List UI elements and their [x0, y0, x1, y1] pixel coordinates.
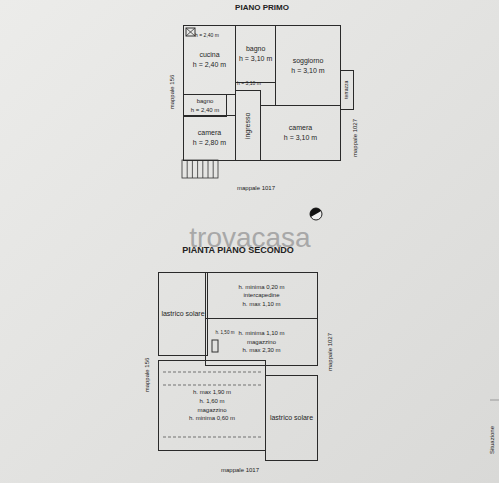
room-text-group: h. minima 0,20 mintercapedine h. max 1,10…	[236, 282, 286, 310]
room-name: camera	[289, 124, 312, 132]
room-text-group: h. minima 1,10 m magazzinoh. max 2,30 m	[236, 328, 286, 356]
parcel-label: mappale 156	[144, 358, 151, 393]
stair-tread	[208, 160, 209, 178]
room-box: bagno h = 2,40 m	[183, 94, 227, 117]
room-text-group: ingresso	[242, 110, 254, 140]
stairs-symbol	[182, 160, 218, 178]
room-name: terrazza	[344, 81, 350, 99]
room-box: camera h = 2,80 m	[183, 115, 236, 161]
stair-tread	[192, 160, 193, 178]
height-note: h. max 1,90 m	[193, 389, 231, 396]
parcel-label: mappale 1017	[237, 185, 275, 192]
height-note: h = 2,40 m	[193, 61, 226, 69]
room-name: magazzino	[247, 339, 276, 346]
room-text-group: bagno h = 3,10 m	[237, 43, 274, 64]
plan-label: PIANO PRIMO	[235, 4, 289, 13]
room-name: cucina	[199, 51, 219, 59]
parcel-label: mappale 1027	[327, 333, 334, 371]
shaft-cross	[186, 28, 195, 36]
plan-label: h = 3,10 m	[237, 81, 261, 87]
height-note: h = 3,10 m	[291, 67, 324, 75]
height-note: h. minima 1,10 m	[238, 330, 284, 337]
height-note: h = 3,10 m	[239, 55, 272, 63]
height-note: h = 3,10 m	[284, 134, 317, 142]
plan-label: Situazione	[489, 426, 496, 454]
stair-tread	[213, 160, 214, 178]
room-name: lastrico solare	[270, 414, 313, 422]
slope-line	[163, 372, 262, 437]
room-name: ingresso	[244, 112, 252, 138]
room-name: camera	[198, 129, 221, 137]
room-text-group: terrazza	[342, 79, 352, 101]
stair-tread	[197, 160, 198, 178]
room-box: h. max 1,90 m h. 1,60 m magazzinoh. minima…	[158, 360, 266, 451]
room-box: terrazza	[340, 70, 354, 110]
room-name: intercapedine	[243, 292, 279, 299]
room-box: h. minima 0,20 mintercapedine h. max 1,10…	[205, 272, 318, 319]
height-note: h. max 1,10 m	[242, 301, 280, 308]
plan-label: h. 1,50 m	[216, 331, 235, 336]
height-note: h = 2,80 m	[193, 139, 226, 147]
room-name: soggiorno	[293, 57, 324, 65]
chimney-symbol	[212, 340, 218, 352]
room-box: bagno h = 3,10 m	[235, 25, 276, 83]
room-box: lastrico solare	[158, 272, 208, 356]
room-text-group: h. max 1,90 m h. 1,60 m magazzinoh. minima…	[187, 387, 237, 423]
north-arrow	[308, 206, 322, 220]
parcel-label: mappale 1017	[221, 467, 259, 474]
room-name: lastrico solare	[161, 310, 204, 318]
height-note: h = 2,40 m	[191, 107, 220, 114]
room-box: camera h = 3,10 m	[260, 105, 341, 161]
room-text-group: lastrico solare	[268, 412, 315, 424]
room-text-group: camera h = 3,10 m	[282, 122, 319, 143]
room-name: magazzino	[197, 407, 226, 414]
room-text-group: camera h = 2,80 m	[191, 127, 228, 148]
room-text-group: soggiorno h = 3,10 m	[289, 55, 326, 76]
height-note: h. max 2,30 m	[242, 347, 280, 354]
height-note: h. minima 0,60 m	[189, 415, 235, 422]
height-note: h. 1,60 m	[199, 398, 224, 405]
room-name: bagno	[246, 45, 265, 53]
stair-tread	[187, 160, 188, 178]
parcel-label: mappale 1027	[352, 119, 359, 157]
parcel-label: mappale 156	[169, 75, 176, 110]
room-text-group: bagno h = 2,40 m	[189, 96, 222, 115]
room-box: h. minima 1,10 m magazzinoh. max 2,30 m	[205, 318, 318, 366]
room-text-group: lastrico solare	[159, 308, 206, 320]
height-note: h. minima 0,20 m	[238, 284, 284, 291]
room-box: ingresso	[235, 90, 261, 161]
plan-label: h = 2,40 m	[195, 33, 219, 39]
room-name: bagno	[197, 98, 214, 105]
shaft-symbol	[186, 28, 195, 36]
room-box: soggiorno h = 3,10 m	[275, 25, 341, 106]
sheet-edge	[490, 400, 499, 401]
watermark: trovacasa	[189, 223, 310, 254]
stair-tread	[202, 160, 203, 178]
room-box: lastrico solare	[265, 375, 318, 461]
room-text-group: cucina h = 2,40 m	[191, 49, 228, 70]
